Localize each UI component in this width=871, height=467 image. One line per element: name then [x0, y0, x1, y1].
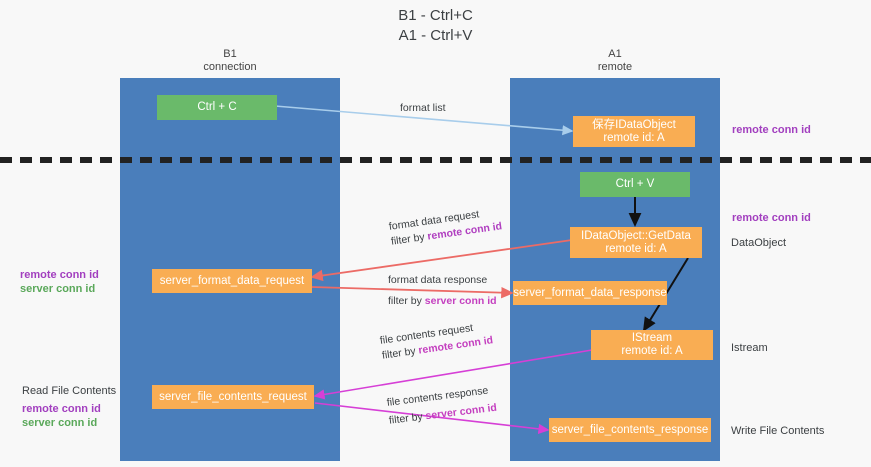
box-istream-line2: remote id: A	[621, 345, 683, 357]
edge-file-contents-request	[313, 349, 593, 400]
lane-header-b1-name: B1	[223, 48, 237, 60]
box-server-format-data-request-label: server_format_data_request	[159, 274, 305, 287]
edge-label-format-list: format list	[400, 101, 446, 116]
side-label-right-top-text: remote conn id	[732, 124, 811, 136]
filter-prefix: filter by	[388, 295, 425, 307]
box-save-idataobject[interactable]: 保存IDataObject remote id: A	[573, 116, 695, 147]
side-label-write-file-contents-text: Write File Contents	[731, 425, 825, 437]
box-istream[interactable]: IStream remote id: A	[591, 330, 713, 360]
filter-prefix: filter by	[381, 344, 420, 362]
edge-label-format-data-response-text: format data response	[388, 274, 488, 286]
side-label-read-file-contents-title: Read File Contents	[22, 385, 117, 397]
side-label-istream: Istream	[731, 341, 768, 355]
filter-key-server-conn-id: server conn id	[424, 295, 497, 307]
lane-header-a1-name: A1	[608, 48, 622, 60]
side-label-left-mid-remote: remote conn id	[20, 269, 99, 281]
box-save-idataobject-line2: remote id: A	[603, 131, 665, 144]
page-title: B1 - Ctrl+C A1 - Ctrl+V	[0, 6, 871, 46]
edge-label-format-list-text: format list	[400, 102, 446, 114]
title-line-2: A1 - Ctrl+V	[398, 27, 473, 44]
filter-prefix: filter by	[390, 230, 429, 248]
side-label-read-file-contents: Read File Contents	[22, 384, 116, 398]
edge-label-format-data-response-filter: filter by server conn id	[388, 294, 497, 309]
side-label-right-mid-text: remote conn id	[732, 212, 811, 224]
edge-file-contents-response	[314, 402, 550, 434]
side-label-left-bottom: remote conn id server conn id	[22, 402, 101, 430]
box-istream-line1: IStream	[631, 332, 673, 344]
edge-format-data-response	[311, 286, 514, 299]
box-idataobject-getdata[interactable]: IDataObject::GetData remote id: A	[570, 227, 702, 258]
lane-header-b1-role: connection	[203, 61, 257, 73]
box-server-file-contents-response-label: server_file_contents_response	[551, 423, 709, 436]
side-label-left-bottom-remote: remote conn id	[22, 403, 101, 415]
side-label-left-bottom-server: server conn id	[22, 417, 98, 429]
box-idataobject-getdata-line1: IDataObject::GetData	[581, 229, 691, 242]
side-label-right-mid: remote conn id	[732, 211, 811, 225]
lane-header-b1: B1 connection	[150, 48, 310, 74]
phase-divider	[0, 157, 871, 163]
side-label-left-mid: remote conn id server conn id	[20, 268, 99, 296]
lane-header-a1-role: remote	[597, 61, 633, 73]
box-server-file-contents-request[interactable]: server_file_contents_request	[152, 385, 314, 409]
title-line-1: B1 - Ctrl+C	[398, 7, 473, 24]
edge-label-format-data-response: format data response filter by server co…	[388, 273, 497, 309]
box-server-format-data-request[interactable]: server_format_data_request	[152, 269, 312, 293]
box-ctrl-v[interactable]: Ctrl + V	[580, 172, 690, 197]
box-ctrl-v-label: Ctrl + V	[615, 178, 655, 190]
box-server-file-contents-response[interactable]: server_file_contents_response	[549, 418, 711, 442]
box-ctrl-c-label: Ctrl + C	[197, 101, 237, 113]
box-idataobject-getdata-line2: remote id: A	[605, 242, 667, 255]
edge-format-data-request	[310, 239, 573, 282]
side-label-right-top: remote conn id	[732, 123, 811, 137]
box-server-format-data-response-label: server_format_data_response	[513, 286, 667, 299]
box-save-idataobject-line1: 保存IDataObject	[592, 118, 676, 131]
box-ctrl-c[interactable]: Ctrl + C	[157, 95, 277, 120]
box-server-format-data-response[interactable]: server_format_data_response	[513, 281, 667, 305]
side-label-istream-text: Istream	[731, 342, 768, 354]
side-label-write-file-contents: Write File Contents	[731, 424, 824, 438]
box-server-file-contents-request-label: server_file_contents_request	[159, 390, 307, 403]
side-label-dataobject: DataObject	[731, 236, 786, 250]
edge-format-list	[274, 105, 574, 136]
side-label-dataobject-text: DataObject	[731, 237, 787, 249]
side-label-left-mid-server: server conn id	[20, 283, 96, 295]
lane-header-a1: A1 remote	[535, 48, 695, 74]
filter-prefix: filter by	[388, 410, 427, 427]
